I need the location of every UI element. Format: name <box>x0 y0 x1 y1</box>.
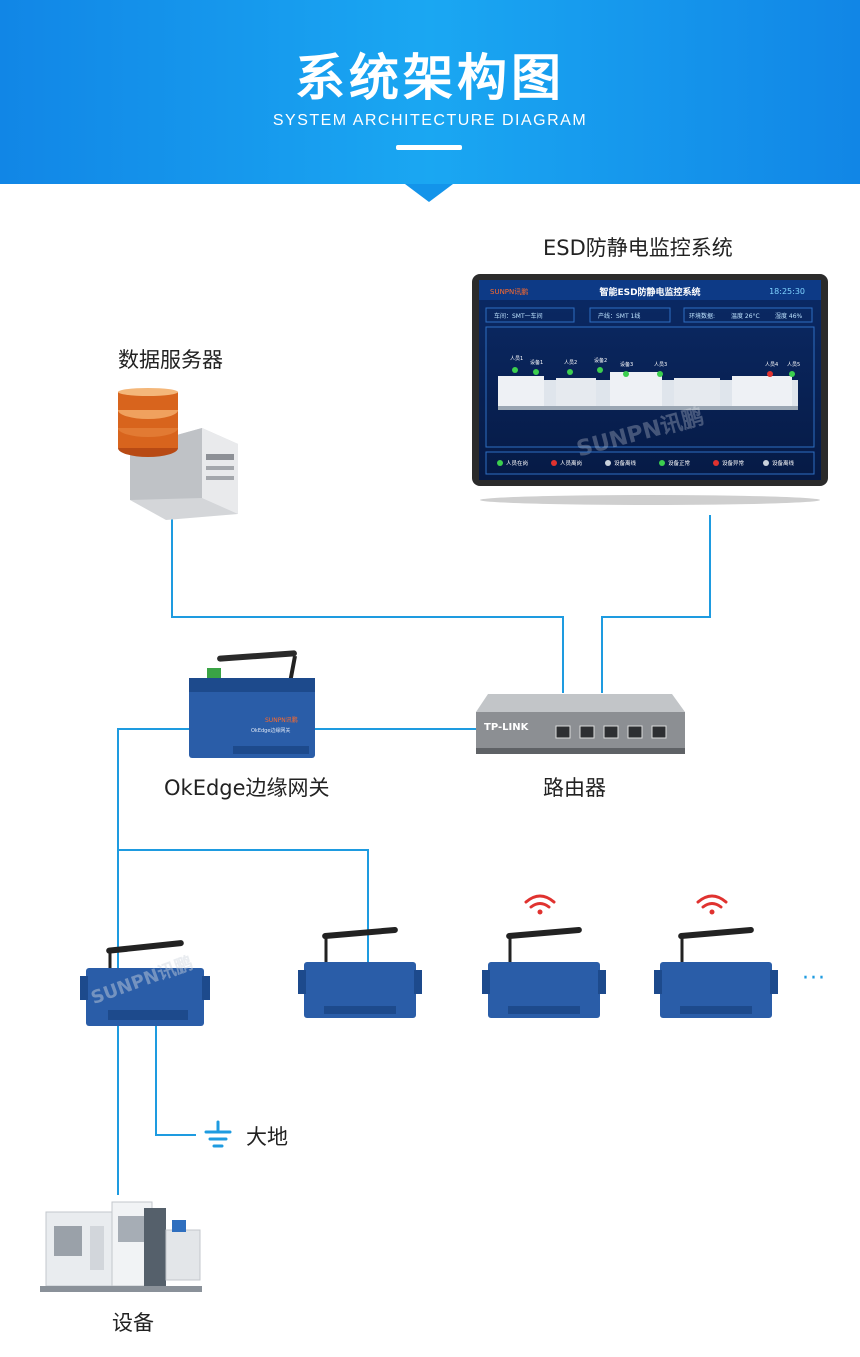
wifi-signal-icon <box>524 894 556 909</box>
svg-text:人员2: 人员2 <box>564 360 577 366</box>
sensor-node-2 <box>298 926 422 1018</box>
edge-gateway-device: SUNPN讯鹏 OkEdge边缘网关 <box>189 650 315 758</box>
ground-icon <box>204 1120 232 1148</box>
line-server-router <box>171 515 564 693</box>
monitor-system-label: ESD防静电监控系统 <box>543 236 733 260</box>
data-server-label: 数据服务器 <box>118 348 223 372</box>
line-node1-ground <box>155 1018 196 1136</box>
edge-gateway-label: OkEdge边缘网关 <box>164 776 330 800</box>
sensor-node-4 <box>654 894 778 1018</box>
svg-text:设备3: 设备3 <box>620 361 633 368</box>
router-device: TP-LINK <box>476 694 685 754</box>
header-banner <box>0 0 860 184</box>
equipment-label: 设备 <box>112 1311 154 1335</box>
station-markers <box>512 367 795 377</box>
screen-info-workshop: 车间：SMT一车间 <box>494 312 543 320</box>
line-monitor-router <box>601 515 711 693</box>
line-bus-node2 <box>118 849 369 962</box>
sensor-node-1: SUNPN讯鹏 <box>80 940 210 1026</box>
router-label: 路由器 <box>543 776 606 800</box>
svg-text:人员离岗: 人员离岗 <box>560 459 582 467</box>
svg-text:设备正常: 设备正常 <box>668 459 691 467</box>
ground-label: 大地 <box>246 1125 288 1149</box>
svg-text:人员1: 人员1 <box>510 356 523 362</box>
svg-text:设备1: 设备1 <box>530 359 543 366</box>
monitor-screen: SUNPN讯鹏 智能ESD防静电监控系统 18:25:30 车间：SMT一车间 … <box>472 274 828 505</box>
header-notch <box>405 184 453 202</box>
page-subtitle: SYSTEM ARCHITECTURE DIAGRAM <box>272 112 588 129</box>
svg-text:设备离线: 设备离线 <box>772 459 795 467</box>
svg-text:设备离线: 设备离线 <box>614 459 637 467</box>
more-nodes-ellipsis: ··· <box>802 966 826 991</box>
production-line-graphic <box>498 372 798 410</box>
title-underline <box>396 145 462 150</box>
svg-text:人员在岗: 人员在岗 <box>506 459 528 467</box>
wifi-signal-icon <box>696 894 728 909</box>
screen-info-line: 产线：SMT 1线 <box>598 312 640 320</box>
screen-clock: 18:25:30 <box>769 287 805 296</box>
svg-text:SUNPN讯鹏: SUNPN讯鹏 <box>265 716 298 724</box>
page-title: 系统架构图 <box>295 49 565 107</box>
line-gateway-bus <box>117 728 189 1195</box>
svg-text:设备异常: 设备异常 <box>722 459 745 467</box>
equipment-machine <box>40 1201 202 1292</box>
svg-text:人员5: 人员5 <box>787 362 800 368</box>
screen-title: 智能ESD防静电监控系统 <box>599 286 700 298</box>
gateway-caption: OkEdge边缘网关 <box>251 727 290 734</box>
sensor-node-3 <box>482 894 606 1018</box>
svg-text:人员3: 人员3 <box>654 362 667 368</box>
screen-info-env: 环境数据: <box>689 312 715 320</box>
router-brand: TP-LINK <box>484 722 530 733</box>
data-server-icon <box>118 388 238 520</box>
screen-brand: SUNPN讯鹏 <box>490 287 528 296</box>
screen-info-temp: 温度 26°C <box>731 312 760 320</box>
svg-text:人员4: 人员4 <box>765 362 778 368</box>
svg-text:设备2: 设备2 <box>594 357 607 364</box>
screen-info-humidity: 湿度 46% <box>775 312 803 320</box>
